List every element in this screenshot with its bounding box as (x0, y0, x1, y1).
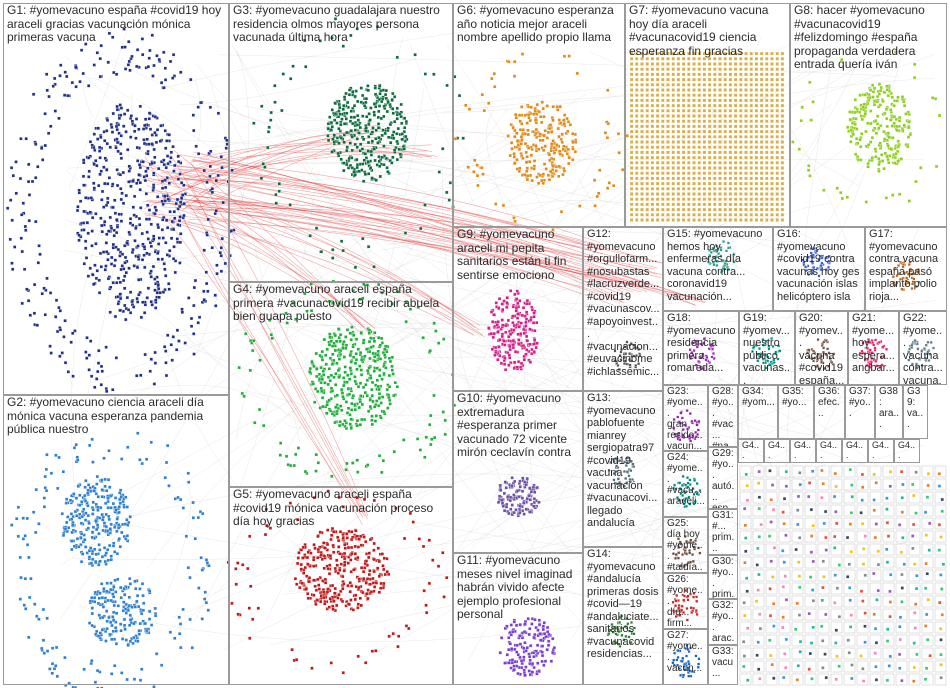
network-graph: G1: #yomevacuno españa #covid19 hoy arac… (0, 0, 950, 688)
